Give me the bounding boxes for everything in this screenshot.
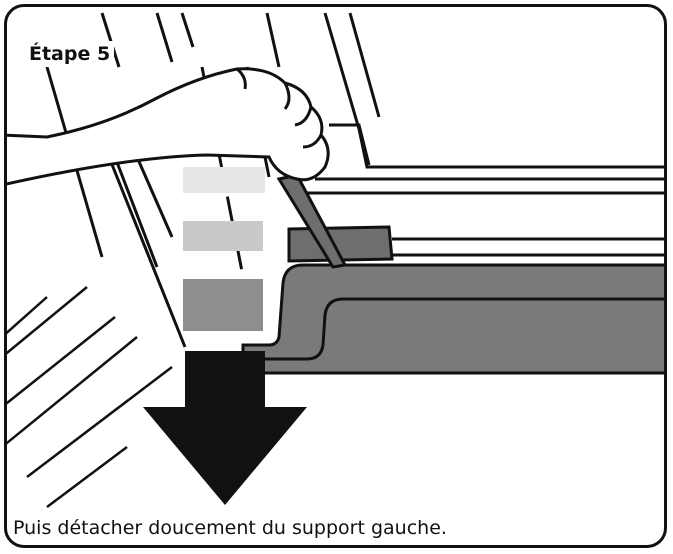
support-lines	[387, 237, 664, 257]
shading-lines	[7, 286, 173, 508]
cable-lines	[103, 146, 187, 348]
down-arrow-icon	[143, 351, 307, 505]
swatch-mid	[183, 221, 263, 251]
swatch-dark	[183, 279, 263, 331]
finger-lines	[236, 67, 323, 149]
rail-inner-edge	[257, 297, 664, 361]
instruction-caption: Puis détacher doucement du support gauch…	[13, 517, 447, 539]
gray-support-rail	[241, 263, 664, 375]
step-title: Étape 5	[25, 41, 115, 67]
illustration	[7, 12, 664, 508]
instruction-panel: Étape 5 Puis détacher doucement du suppo…	[4, 4, 667, 548]
swatch-light	[183, 167, 265, 193]
lid-frame	[307, 12, 664, 195]
hand-illustration	[7, 67, 330, 186]
